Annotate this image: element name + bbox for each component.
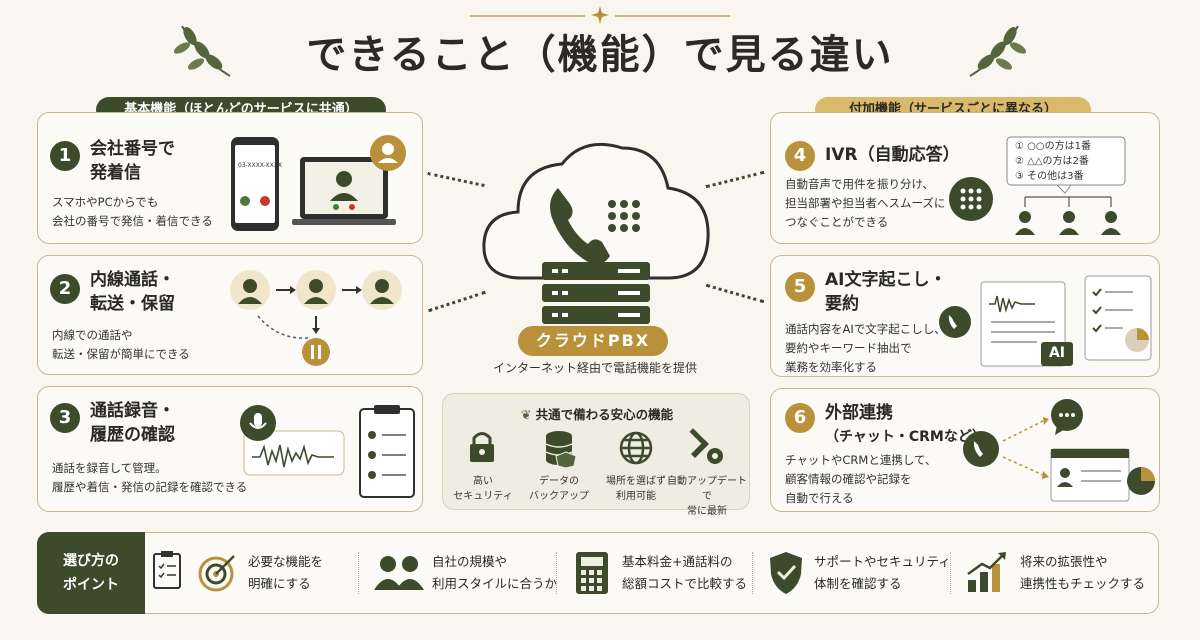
card-desc-line: 内線での通話や [52, 328, 133, 342]
point-text-line: 必要な機能を [248, 554, 324, 569]
phone-number: 03-XXXX-XXXX [238, 162, 282, 169]
card-number: 3 [50, 403, 80, 433]
feature-card-4: 4 IVR（自動応答） 自動音声で用件を振り分け、 担当部署や担当者へスムーズに… [770, 112, 1160, 244]
card-desc-line: 転送・保留が簡単にできる [52, 347, 190, 361]
laurel-right-icon [969, 25, 1027, 77]
card-title-line: IVR（自動応答） [825, 145, 960, 165]
divider [358, 552, 359, 594]
growth-chart-icon [967, 552, 1006, 592]
laurel-left-icon [173, 25, 231, 77]
point-text-line: 連携性もチェックする [1020, 576, 1146, 591]
cloud-pbx-subtitle: インターネット経由で電話機能を提供 [492, 361, 697, 375]
common-features-title: 共通で備わる安心の機能 [535, 407, 674, 422]
point-text-line: 自社の規模や [432, 554, 508, 569]
card-desc-line: つなぐことができる [785, 215, 889, 229]
point-text-line: 総額コストで比較する [622, 576, 748, 591]
card-desc-line: スマホやPCからでも [52, 195, 159, 209]
selection-points-label: 選び方の ポイント [37, 532, 145, 614]
card-title-line: 転送・保留 [90, 294, 175, 314]
divider [950, 552, 951, 594]
integration-icon [963, 399, 1155, 502]
card-title-line: 会社番号で [90, 139, 175, 159]
ivr-option: ① ○○の方は1番 [1015, 141, 1091, 152]
common-feature-line: 高い [473, 476, 493, 487]
ivr-option: ② △△の方は2番 [1015, 156, 1089, 167]
card-desc-line: 担当部署や担当者へスムーズに [785, 196, 946, 210]
point-text-line: 将来の拡張性や [1020, 554, 1108, 569]
card-desc-line: 自動音声で用件を振り分け、 [785, 177, 934, 191]
card-title-line: 要約 [825, 294, 859, 314]
sprout-icon: ❦ [520, 407, 536, 422]
common-feature-line: 場所を選ばず [606, 476, 666, 487]
card-title-line: AI文字起こし・ [825, 270, 947, 290]
card-number: 6 [785, 403, 815, 433]
cloud-pbx-icon [482, 142, 710, 324]
common-feature-line: セキュリティ [453, 491, 513, 502]
card-title-line: 内線通話・ [90, 270, 175, 290]
target-icon [153, 551, 235, 592]
card-desc-line: 業務を効率化する [785, 360, 877, 374]
card-desc-line: 履歴や着信・発信の記録を確認できる [52, 480, 248, 494]
point-text-line: サポートやセキュリティ [814, 554, 951, 569]
feature-card-3: 3 通話録音・ 履歴の確認 通話を録音して管理。 履歴や着信・発信の記録を確認で… [37, 386, 423, 512]
card-desc-line: 要約やキーワード抽出で [785, 341, 912, 355]
common-features-box: ❦ 共通で備わる安心の機能 高い セキュリティ データの [442, 393, 750, 517]
card-desc-line: 通話を録音して管理。 [52, 461, 167, 475]
selection-points-label-line: 選び方の [63, 553, 119, 569]
divider [752, 552, 753, 594]
card-title-line: 外部連携 [825, 403, 893, 423]
common-feature-line: 自動アップデートで [667, 476, 747, 502]
point-text-line: 基本料金+通話料の [622, 554, 733, 569]
card-desc-line: 通話内容をAIで文字起こしし、 [785, 322, 946, 336]
transfer-flow-icon [230, 270, 402, 366]
card-desc-line: チャットやCRMと連携して、 [785, 453, 937, 467]
people-icon [374, 556, 424, 590]
smartphone-and-laptop-icon [231, 135, 406, 231]
card-title-line: （チャット・CRMなど） [825, 429, 986, 445]
ivr-option: ③ その他は3番 [1015, 171, 1084, 182]
common-feature-line: 利用可能 [616, 491, 656, 502]
common-features-icons [470, 428, 723, 468]
card-number: 1 [50, 141, 80, 171]
card-desc-line: 自動で行える [785, 491, 854, 505]
common-feature-line: データの [539, 476, 579, 487]
feature-card-2: 2 内線通話・ 転送・保留 内線での通話や 転送・保留が簡単にできる [37, 255, 423, 375]
card-number: 4 [785, 141, 815, 171]
common-feature-line: バックアップ [529, 491, 589, 502]
feature-card-5: 5 AI文字起こし・ 要約 通話内容をAIで文字起こしし、 要約やキーワード抽出… [770, 255, 1160, 377]
card-number: 5 [785, 272, 815, 302]
ivr-keypad-icon [949, 136, 1126, 235]
database-icon [545, 431, 577, 468]
ai-label: AI [1048, 345, 1066, 361]
ai-transcription-icon [939, 275, 1152, 367]
recording-clipboard-icon [240, 405, 415, 498]
cloud-pbx-label: クラウドPBX [518, 326, 668, 356]
globe-icon [619, 431, 653, 465]
title-ornament [470, 6, 730, 24]
selection-points-label-line: ポイント [63, 577, 119, 593]
lock-icon [470, 432, 494, 462]
calculator-icon [576, 552, 608, 594]
card-title-line: 発着信 [90, 163, 141, 183]
card-desc-line: 会社の番号で発信・着信できる [52, 214, 213, 228]
card-desc-line: 顧客情報の確認や記録を [785, 472, 912, 486]
gear-icon [689, 428, 723, 464]
common-feature-line: 常に最新 [687, 506, 727, 517]
divider [556, 552, 557, 594]
point-text-line: 体制を確認する [814, 576, 902, 591]
feature-card-1: 1 会社番号で 発着信 スマホやPCからでも 会社の番号で発信・着信できる 03… [37, 112, 423, 244]
shield-icon [770, 552, 802, 594]
point-text-line: 利用スタイルに合うか [432, 576, 558, 591]
card-title-line: 通話録音・ [90, 401, 175, 421]
page-title: できること（機能）で見る違い [306, 31, 894, 78]
card-number: 2 [50, 274, 80, 304]
point-text-line: 明確にする [248, 576, 311, 591]
card-title-line: 履歴の確認 [90, 425, 175, 445]
feature-card-6: 6 外部連携 （チャット・CRMなど） チャットやCRMと連携して、 顧客情報の… [770, 388, 1160, 512]
